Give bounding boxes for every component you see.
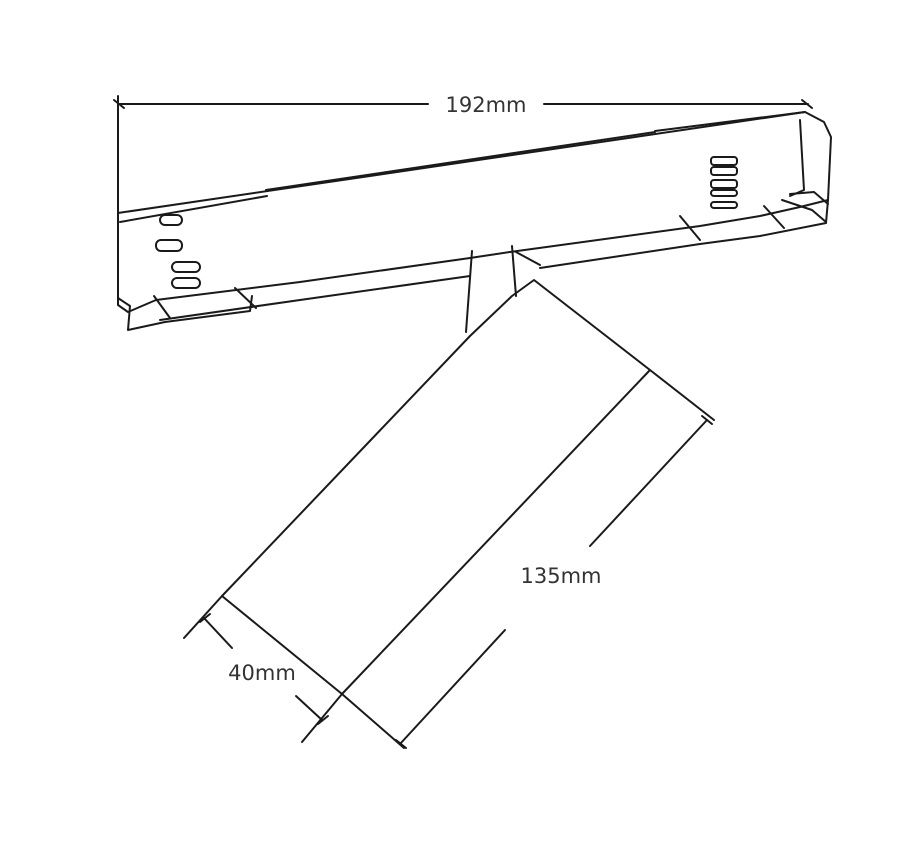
dim-192-label: 192mm [446, 93, 527, 117]
stem-outline [465, 245, 541, 333]
dim-40-tick-left [199, 613, 211, 623]
housing-right-block [781, 191, 829, 223]
dim-135-line-upper [589, 419, 708, 547]
right-vent-4 [710, 189, 738, 197]
housing-top-face [117, 111, 832, 214]
dim-40-tick-right [317, 715, 329, 725]
housing-bottom-strip [159, 199, 829, 321]
dim-135-ext-bottom [341, 693, 405, 749]
dim-135-tick-top [701, 415, 713, 425]
spotlight-outline [221, 279, 651, 695]
dim-40-ext-left [183, 595, 223, 639]
left-hole-1 [159, 214, 183, 226]
housing-front-face [117, 199, 829, 313]
track-housing [117, 111, 832, 331]
right-vent-1 [710, 156, 738, 166]
left-hole-2 [155, 239, 183, 252]
dim-135-ext-top [649, 369, 715, 421]
dim-135-label: 135mm [521, 564, 602, 588]
left-hole-3 [171, 261, 201, 273]
dim-40-line-lower [295, 695, 323, 721]
dimension-192 [113, 95, 813, 213]
dim-40-ext-right [301, 693, 343, 743]
housing-left-end [117, 295, 253, 331]
housing-right-step [789, 119, 805, 197]
right-vent-2 [710, 166, 738, 176]
dim-40-line-upper [203, 617, 233, 649]
dim-135-tick-bottom [395, 739, 407, 749]
spotlight-body [221, 279, 651, 695]
dim-192-tick-right [801, 99, 813, 109]
dim-192-tick-left [113, 99, 125, 109]
left-hole-4 [171, 277, 201, 289]
right-vent-5 [710, 201, 738, 209]
right-vent-3 [710, 179, 738, 189]
dimension-40 [183, 595, 343, 743]
dimension-135 [341, 369, 715, 749]
dim-135-line-lower [399, 629, 506, 745]
dim-40-label: 40mm [228, 661, 296, 685]
housing-top-edge [119, 111, 806, 223]
housing-slot [153, 205, 785, 319]
spotlight-stem [465, 245, 541, 333]
